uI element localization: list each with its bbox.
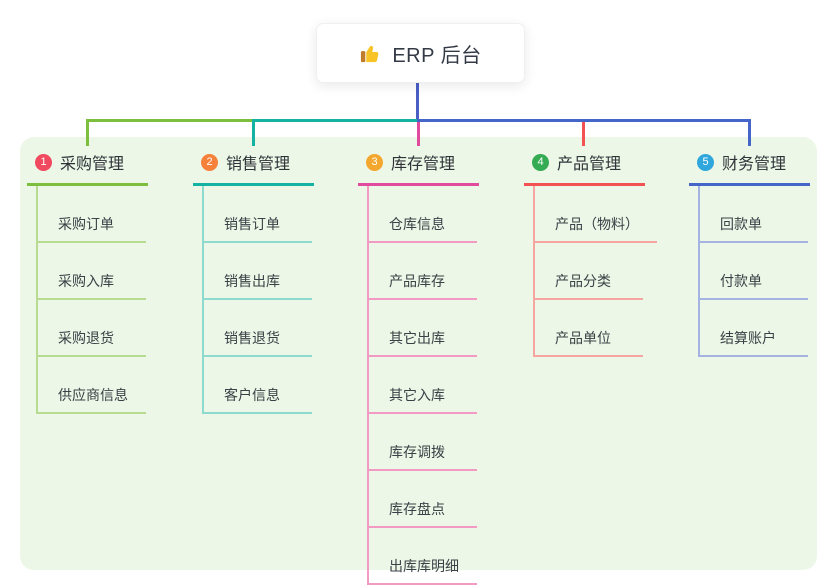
connector-bar (86, 119, 254, 122)
branch-node[interactable]: 3 库存管理 (358, 146, 479, 186)
branch-items: 仓库信息产品库存其它出库其它入库库存调拨库存盘点出库库明细 (367, 186, 479, 585)
branch-item[interactable]: 产品分类 (535, 243, 643, 300)
branch-item[interactable]: 库存盘点 (369, 471, 477, 528)
branch-index-badge: 1 (35, 153, 52, 171)
branch-column: 3 库存管理 仓库信息产品库存其它出库其它入库库存调拨库存盘点出库库明细 (358, 146, 479, 585)
connector-bar (417, 119, 751, 122)
branch-item[interactable]: 采购订单 (38, 186, 146, 243)
branch-item[interactable]: 采购退货 (38, 300, 146, 357)
branch-items: 销售订单销售出库销售退货客户信息 (202, 186, 314, 414)
branch-index-badge: 2 (201, 153, 218, 171)
branch-connector-drop (582, 119, 585, 146)
branch-index-badge: 5 (697, 153, 714, 171)
branch-column: 2 销售管理 销售订单销售出库销售退货客户信息 (193, 146, 314, 414)
branch-node[interactable]: 4 产品管理 (524, 146, 645, 186)
branch-item[interactable]: 销售订单 (204, 186, 312, 243)
branch-node[interactable]: 5 财务管理 (689, 146, 810, 186)
branch-item[interactable]: 仓库信息 (369, 186, 477, 243)
branch-item[interactable]: 产品库存 (369, 243, 477, 300)
branch-item[interactable]: 采购入库 (38, 243, 146, 300)
branch-item[interactable]: 产品（物料） (535, 186, 657, 243)
branch-item[interactable]: 回款单 (700, 186, 808, 243)
branch-connector-drop (748, 119, 751, 146)
branch-node[interactable]: 2 销售管理 (193, 146, 314, 186)
branch-title: 财务管理 (722, 156, 787, 173)
branch-item[interactable]: 销售出库 (204, 243, 312, 300)
root-node[interactable]: ERP 后台 (316, 23, 525, 83)
branch-items: 回款单付款单结算账户 (698, 186, 810, 357)
branches-panel (20, 137, 817, 570)
branch-item[interactable]: 付款单 (700, 243, 808, 300)
branch-items: 产品（物料）产品分类产品单位 (533, 186, 657, 357)
branch-column: 5 财务管理 回款单付款单结算账户 (689, 146, 810, 357)
branch-item[interactable]: 销售退货 (204, 300, 312, 357)
branch-index-badge: 3 (366, 153, 383, 171)
root-connector-line (416, 81, 419, 121)
branch-connector-drop (86, 119, 89, 146)
branch-connector-drop (252, 119, 255, 146)
branch-items: 采购订单采购入库采购退货供应商信息 (36, 186, 148, 414)
connector-bar (252, 119, 418, 122)
branch-item[interactable]: 产品单位 (535, 300, 643, 357)
branch-item[interactable]: 其它出库 (369, 300, 477, 357)
branch-item[interactable]: 结算账户 (700, 300, 808, 357)
branch-item[interactable]: 其它入库 (369, 357, 477, 414)
branch-connector-drop (417, 119, 420, 146)
branch-index-badge: 4 (532, 153, 549, 171)
root-label: ERP 后台 (392, 44, 482, 67)
branch-node[interactable]: 1 采购管理 (27, 146, 148, 186)
branch-column: 4 产品管理 产品（物料）产品分类产品单位 (524, 146, 657, 357)
branch-item[interactable]: 库存调拨 (369, 414, 477, 471)
branch-title: 采购管理 (60, 156, 125, 173)
branch-title: 产品管理 (557, 156, 622, 173)
branch-title: 库存管理 (391, 156, 456, 173)
branch-column: 1 采购管理 采购订单采购入库采购退货供应商信息 (27, 146, 148, 414)
branch-item[interactable]: 出库库明细 (369, 528, 477, 585)
branch-item[interactable]: 供应商信息 (38, 357, 146, 414)
branch-item[interactable]: 客户信息 (204, 357, 312, 414)
branch-title: 销售管理 (226, 156, 291, 173)
thumbs-up-icon (359, 42, 382, 65)
